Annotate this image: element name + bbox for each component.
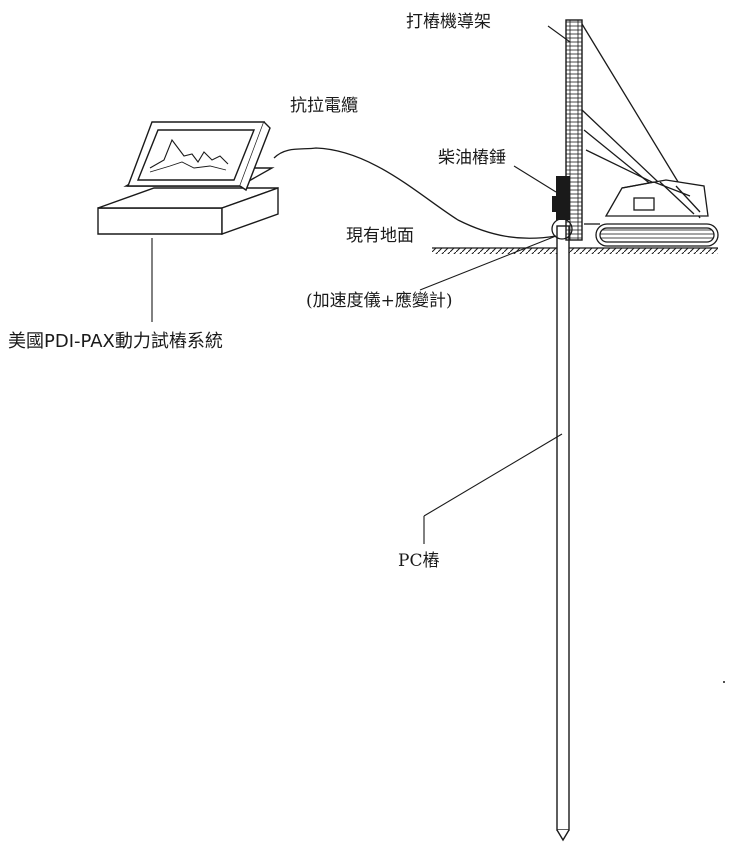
label-diesel-hammer: 柴油樁錘 [438, 148, 506, 168]
label-sensors: (加速度儀+應變計) [306, 291, 453, 311]
label-pda-system: 美國PDI-PAX動力試樁系統 [8, 331, 223, 352]
pda-computer [97, 121, 279, 235]
tension-cable [273, 147, 557, 239]
speck [723, 681, 725, 683]
leader-lines [151, 25, 571, 544]
label-ground-surface: 現有地面 [346, 226, 414, 246]
crane-base-machine [581, 23, 719, 247]
ground-surface [432, 247, 718, 254]
pc-pile [556, 225, 570, 842]
label-pc-pile: PC樁 [398, 551, 440, 571]
label-pile-driver-guide: 打樁機導架 [406, 12, 491, 32]
sensor-location-circle [551, 218, 573, 240]
label-tension-cable: 抗拉電纜 [290, 96, 358, 116]
diesel-hammer [552, 176, 570, 220]
